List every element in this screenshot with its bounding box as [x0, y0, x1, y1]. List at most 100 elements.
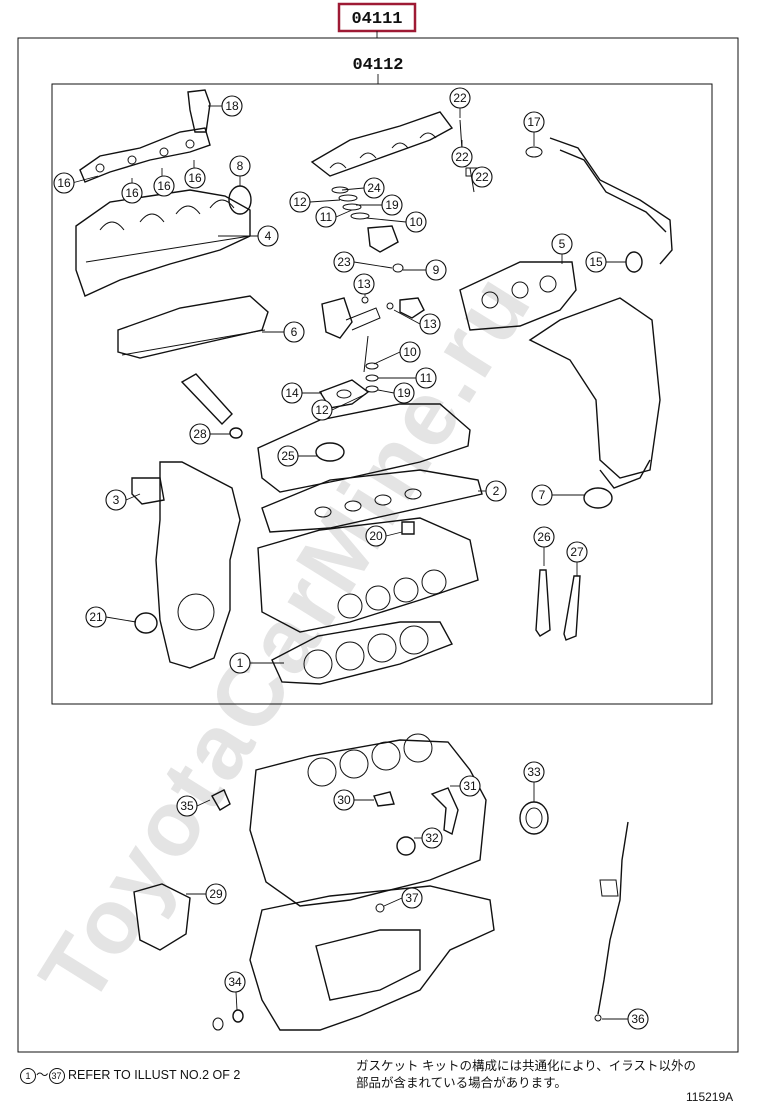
- svg-text:14: 14: [285, 386, 299, 400]
- svg-text:3: 3: [113, 493, 120, 507]
- callout-20[interactable]: 20: [365, 525, 387, 547]
- callout-19-b[interactable]: 19: [393, 382, 415, 404]
- callout-15[interactable]: 15: [585, 251, 607, 273]
- svg-text:2: 2: [493, 484, 500, 498]
- outer-kit-frame: [17, 37, 739, 1053]
- callout-19-a[interactable]: 19: [381, 194, 403, 216]
- svg-text:16: 16: [125, 186, 139, 200]
- svg-text:16: 16: [188, 171, 202, 185]
- svg-text:12: 12: [293, 195, 307, 209]
- svg-text:24: 24: [367, 181, 381, 195]
- kit-code-outer: 04111: [351, 10, 402, 29]
- svg-text:18: 18: [225, 99, 239, 113]
- callout-21[interactable]: 21: [85, 606, 107, 628]
- callout-24[interactable]: 25: [277, 445, 299, 467]
- callout-35[interactable]: 35: [176, 795, 198, 817]
- callout-16-c[interactable]: 16: [153, 175, 175, 197]
- callout-16-d[interactable]: 16: [184, 167, 206, 189]
- japanese-note-line2: 部品が含まれている場合があります。: [356, 1076, 567, 1090]
- callout-26[interactable]: 26: [533, 526, 555, 548]
- refer-separator: ～: [36, 1068, 49, 1082]
- svg-text:37: 37: [405, 891, 419, 905]
- svg-text:34: 34: [228, 975, 242, 989]
- callout-5[interactable]: 5: [551, 233, 573, 255]
- callouts-layer: 18 16 16 16 16 8 4 6 28 3 21 22 22 22: [53, 87, 649, 1030]
- callout-13-a[interactable]: 13: [353, 273, 375, 295]
- callout-3[interactable]: 3: [105, 489, 127, 511]
- callout-22-a[interactable]: 22: [449, 87, 471, 109]
- callout-10-b[interactable]: 10: [399, 341, 421, 363]
- inner-kit-frame: [51, 83, 713, 705]
- footer-japanese-note: ガスケット キットの構成には共通化により、イラスト以外の 部品が含まれている場合…: [356, 1058, 696, 1092]
- callout-25[interactable]: 24: [363, 177, 385, 199]
- callout-17[interactable]: 17: [523, 111, 545, 133]
- callout-12-a[interactable]: 12: [289, 191, 311, 213]
- callout-22-b[interactable]: 22: [451, 146, 473, 168]
- kit-code-outer-box[interactable]: [337, 2, 417, 33]
- callout-30[interactable]: 30: [333, 789, 355, 811]
- svg-text:1: 1: [237, 656, 244, 670]
- callout-27[interactable]: 27: [566, 541, 588, 563]
- svg-text:26: 26: [537, 530, 551, 544]
- svg-text:22: 22: [475, 170, 489, 184]
- svg-text:6: 6: [291, 325, 298, 339]
- svg-text:23: 23: [337, 255, 351, 269]
- callout-34[interactable]: 34: [224, 971, 246, 993]
- callout-11-b[interactable]: 11: [415, 367, 437, 389]
- svg-text:31: 31: [463, 779, 477, 793]
- svg-text:11: 11: [420, 371, 433, 385]
- callout-22-c[interactable]: 22: [471, 166, 493, 188]
- kit-code-inner: 04112: [352, 56, 403, 75]
- svg-text:35: 35: [180, 799, 194, 813]
- callout-12-b[interactable]: 12: [311, 399, 333, 421]
- svg-text:22: 22: [455, 150, 469, 164]
- refer-start-callout: 1: [20, 1067, 36, 1084]
- callout-14[interactable]: 14: [281, 382, 303, 404]
- callout-23[interactable]: 23: [333, 251, 355, 273]
- svg-text:25: 25: [281, 449, 295, 463]
- svg-text:9: 9: [433, 263, 440, 277]
- svg-text:16: 16: [157, 179, 171, 193]
- svg-text:15: 15: [589, 255, 603, 269]
- japanese-note-line1: ガスケット キットの構成には共通化により、イラスト以外の: [356, 1059, 696, 1073]
- svg-text:20: 20: [369, 529, 383, 543]
- svg-text:29: 29: [209, 887, 223, 901]
- svg-text:22: 22: [453, 91, 467, 105]
- callout-16-b[interactable]: 16: [121, 182, 143, 204]
- callout-37[interactable]: 37: [401, 887, 423, 909]
- callout-31[interactable]: 31: [459, 775, 481, 797]
- callout-8[interactable]: 8: [229, 155, 251, 177]
- svg-text:21: 21: [89, 610, 103, 624]
- callout-13-b[interactable]: 13: [419, 313, 441, 335]
- callout-2[interactable]: 2: [485, 480, 507, 502]
- refer-end-callout: 37: [48, 1067, 65, 1084]
- callout-36[interactable]: 36: [627, 1008, 649, 1030]
- callout-16-a[interactable]: 16: [53, 172, 75, 194]
- svg-text:28: 28: [193, 427, 207, 441]
- svg-text:33: 33: [527, 765, 541, 779]
- callout-33[interactable]: 33: [523, 761, 545, 783]
- callout-32[interactable]: 32: [421, 827, 443, 849]
- svg-text:16: 16: [57, 176, 71, 190]
- callout-10-a[interactable]: 10: [405, 211, 427, 233]
- callout-29[interactable]: 29: [205, 883, 227, 905]
- callout-9[interactable]: 9: [425, 259, 447, 281]
- svg-text:32: 32: [425, 831, 439, 845]
- illustration-id: 115219A: [686, 1090, 734, 1104]
- callout-28[interactable]: 28: [189, 423, 211, 445]
- svg-text:7: 7: [539, 488, 546, 502]
- callout-11-a[interactable]: 11: [315, 206, 337, 228]
- callout-6-a[interactable]: 6: [283, 321, 305, 343]
- callout-7[interactable]: 7: [531, 484, 553, 506]
- svg-text:10: 10: [409, 215, 423, 229]
- callout-18[interactable]: 18: [221, 95, 243, 117]
- svg-text:27: 27: [570, 545, 584, 559]
- svg-text:19: 19: [397, 386, 411, 400]
- callout-1[interactable]: 1: [229, 652, 251, 674]
- svg-text:12: 12: [315, 403, 329, 417]
- footer-refer-note: 1～37 REFER TO ILLUST NO.2 OF 2: [20, 1064, 240, 1084]
- callout-4[interactable]: 4: [257, 225, 279, 247]
- svg-text:8: 8: [237, 159, 244, 173]
- refer-text: REFER TO ILLUST NO.2 OF 2: [68, 1068, 241, 1082]
